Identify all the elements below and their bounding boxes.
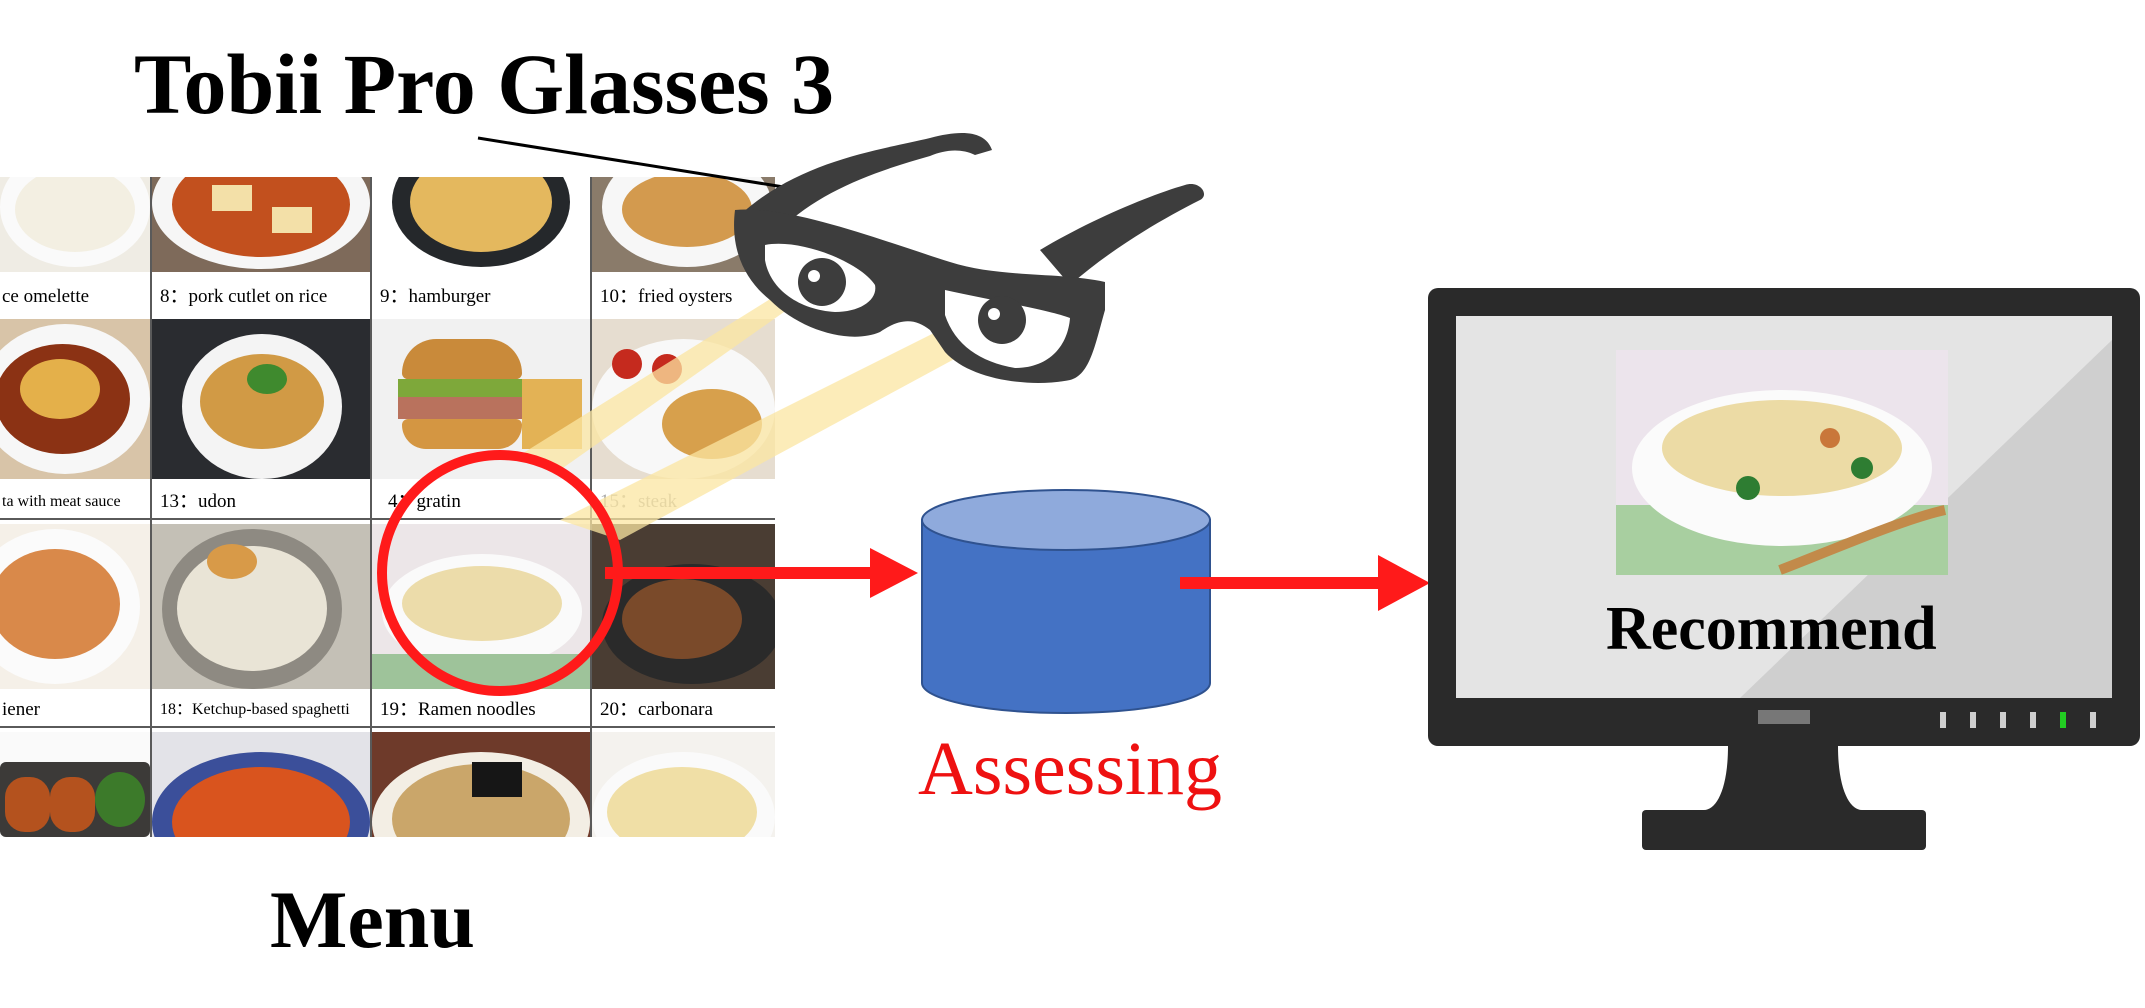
menu-label: 18：Ketchup-based spaghetti xyxy=(160,690,368,730)
menu-label: 20：carbonara xyxy=(600,690,772,730)
menu-title: Menu xyxy=(270,874,475,965)
glasses-title: Tobii Pro Glasses 3 xyxy=(134,36,835,132)
recommended-dish-image xyxy=(1616,350,1948,575)
dish-photo xyxy=(152,732,370,837)
dish-photo xyxy=(592,524,775,689)
menu-label: 19：Ramen noodles xyxy=(380,690,588,730)
menu-label: 8：pork cutlet on rice xyxy=(160,277,368,317)
arrow-icon xyxy=(1180,555,1430,611)
dish-photo xyxy=(0,319,150,479)
menu-label: 9：hamburger xyxy=(380,277,588,317)
dish-photo xyxy=(0,524,150,689)
database-icon xyxy=(921,489,1211,714)
dish-photo xyxy=(372,177,590,272)
dish-photo xyxy=(372,732,590,837)
leader-line xyxy=(477,136,791,190)
eye-tracking-glasses-icon xyxy=(734,133,1205,383)
menu-label: 13：udon xyxy=(160,482,368,522)
selection-highlight xyxy=(377,450,623,696)
menu-label: iener xyxy=(2,690,148,730)
dish-photo xyxy=(0,177,150,272)
menu-label: 10：fried oysters xyxy=(600,277,772,317)
assessing-label: Assessing xyxy=(918,727,1223,811)
recommend-label: Recommend xyxy=(1606,595,1937,663)
dish-photo xyxy=(0,732,150,837)
gaze-beam xyxy=(520,268,820,470)
gaze-beam xyxy=(560,300,1008,540)
menu-label: ta with meat sauce xyxy=(2,482,148,522)
dish-photo xyxy=(152,524,370,689)
dish-photo xyxy=(592,732,775,837)
menu-label: ce omelette xyxy=(2,277,148,317)
arrow-icon xyxy=(605,548,918,598)
dish-photo xyxy=(372,524,590,689)
dish-photo xyxy=(152,319,370,479)
dish-photo xyxy=(152,177,370,272)
